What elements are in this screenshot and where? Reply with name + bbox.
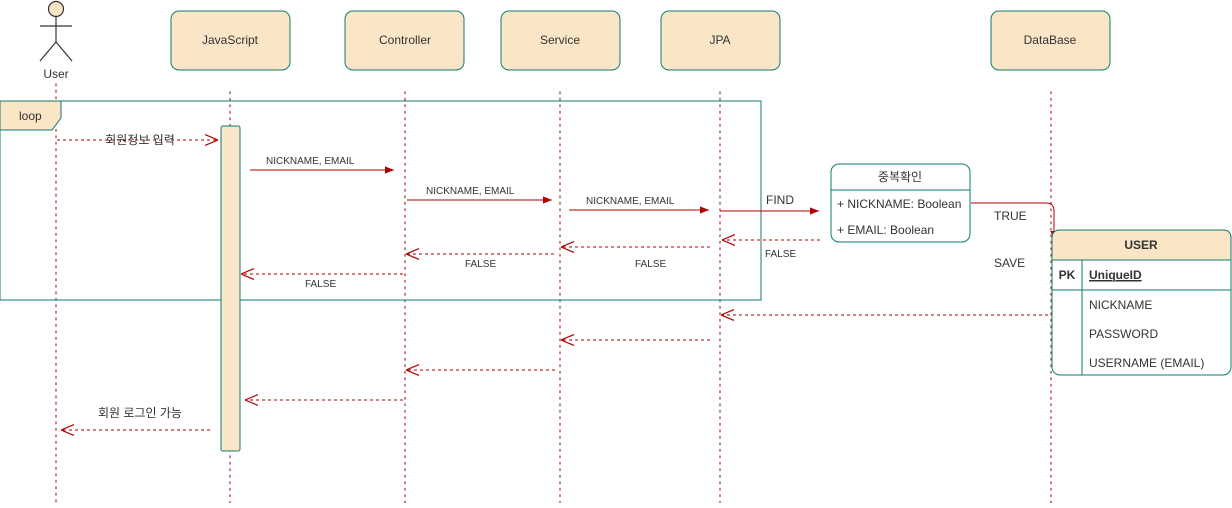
- message-controller-to-service[interactable]: NICKNAME, EMAIL: [407, 186, 552, 204]
- lifelines: [55, 83, 1052, 504]
- participant-jpa[interactable]: JPA: [660, 10, 781, 71]
- participant-controller[interactable]: Controller: [344, 10, 465, 71]
- messages: 회원정보 입력 NICKNAME, EMAIL NICKNAME, EMAIL …: [57, 133, 1058, 430]
- user-table-pk-field: UniqueID: [1089, 268, 1142, 282]
- loop-frame: loop: [0, 100, 762, 301]
- participant-label: Service: [540, 33, 580, 47]
- message-label: FALSE: [765, 249, 796, 260]
- message-label: FALSE: [635, 259, 666, 270]
- dup-check-class-box[interactable]: 중복확인 + NICKNAME: Boolean + EMAIL: Boolea…: [830, 163, 971, 243]
- message-dupcheck-to-jpa[interactable]: FALSE: [722, 240, 820, 260]
- message-controller-to-javascript-false[interactable]: FALSE: [241, 274, 403, 290]
- message-label: NICKNAME, EMAIL: [426, 186, 515, 197]
- activation-bar-javascript: [220, 125, 241, 452]
- message-save-label: SAVE: [994, 256, 1025, 270]
- actor-label: User: [43, 67, 68, 81]
- participant-database[interactable]: DataBase: [990, 10, 1111, 71]
- message-javascript-to-controller[interactable]: NICKNAME, EMAIL: [250, 156, 394, 174]
- stick-figure-icon: [39, 0, 73, 62]
- message-javascript-to-user[interactable]: 회원 로그인 가능: [61, 406, 210, 430]
- user-table-field: NICKNAME: [1089, 298, 1152, 312]
- loop-label: loop: [19, 109, 42, 123]
- user-entity-table[interactable]: USER PK UniqueID NICKNAME PASSWORD USERN…: [1051, 229, 1232, 376]
- message-label: FALSE: [465, 259, 496, 270]
- message-jpa-to-service-false[interactable]: FALSE: [561, 247, 710, 270]
- message-label: FALSE: [305, 279, 336, 290]
- message-label: NICKNAME, EMAIL: [586, 196, 675, 207]
- dup-check-field: + NICKNAME: Boolean: [837, 197, 961, 211]
- participant-label: DataBase: [1024, 33, 1077, 47]
- message-user-to-javascript[interactable]: 회원정보 입력: [57, 133, 218, 147]
- dup-check-title: 중복확인: [878, 170, 922, 184]
- user-table-field: PASSWORD: [1089, 327, 1158, 341]
- message-label: 회원정보 입력: [105, 133, 175, 147]
- participant-label: JPA: [709, 33, 730, 47]
- message-dupcheck-to-user-true[interactable]: TRUE: [971, 202, 1058, 240]
- message-label: 회원 로그인 가능: [98, 406, 182, 420]
- user-table-pk-label: PK: [1059, 268, 1076, 282]
- message-label: TRUE: [994, 209, 1027, 223]
- message-label: NICKNAME, EMAIL: [266, 156, 355, 167]
- participant-label: Controller: [379, 33, 431, 47]
- dup-check-field: + EMAIL: Boolean: [837, 223, 934, 237]
- participant-label: JavaScript: [202, 33, 259, 47]
- message-jpa-find[interactable]: FIND: [720, 193, 819, 215]
- participant-service[interactable]: Service: [500, 10, 621, 71]
- actor-user[interactable]: User: [39, 0, 73, 82]
- message-label: FIND: [766, 193, 794, 207]
- participant-javascript[interactable]: JavaScript: [170, 10, 291, 71]
- user-table-title: USER: [1124, 238, 1158, 252]
- message-service-to-jpa[interactable]: NICKNAME, EMAIL: [569, 196, 709, 214]
- user-table-field: USERNAME (EMAIL): [1089, 356, 1204, 370]
- message-service-to-controller-false[interactable]: FALSE: [406, 254, 554, 270]
